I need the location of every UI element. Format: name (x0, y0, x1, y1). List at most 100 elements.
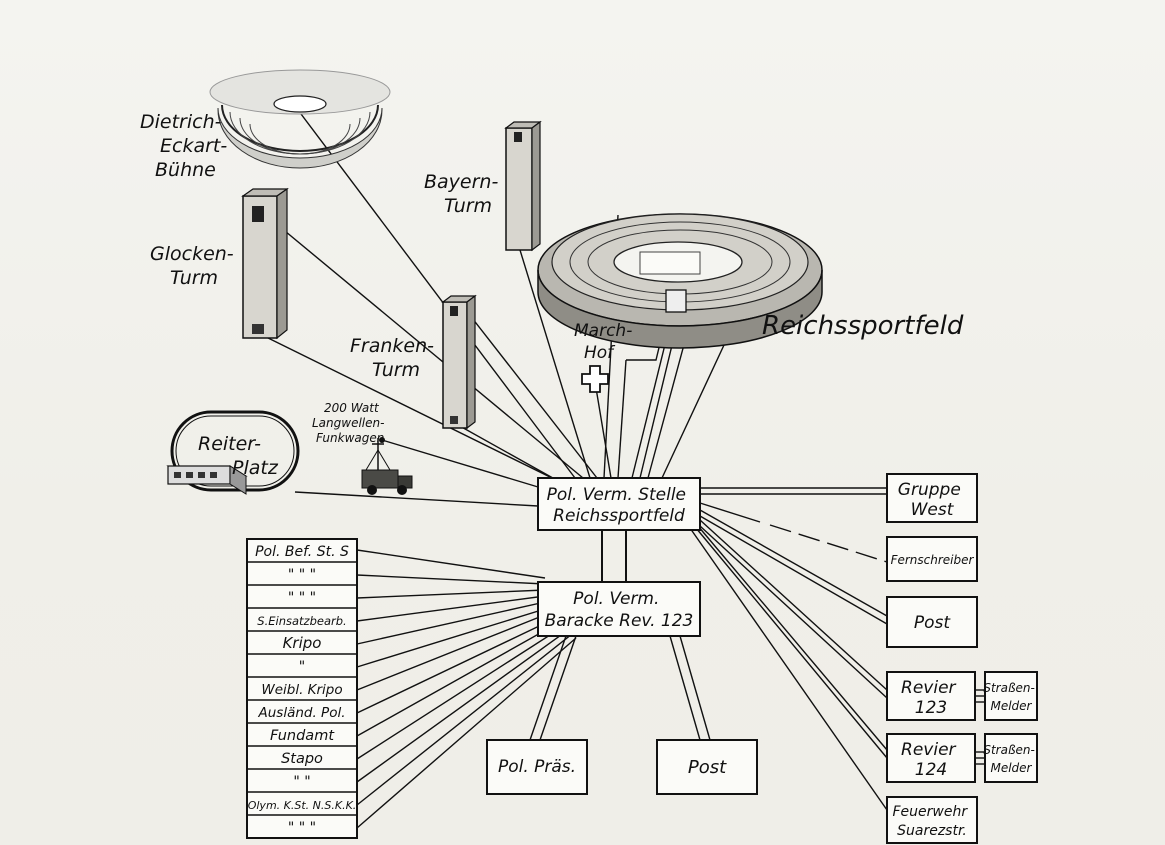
strassenmelder-124-box (984, 733, 1038, 783)
line-marchhof (617, 359, 627, 479)
gruppe-west-box (886, 473, 978, 523)
list-item: " " " (288, 567, 316, 583)
franken-turm-illustration (441, 294, 477, 430)
strassenmelder-123-label: Straßen- Melder (983, 681, 1038, 713)
label-dietrich: Dietrich- Eckart- Bühne (140, 111, 233, 181)
list-item: S.Einsatzbearb. (257, 614, 346, 628)
fernschreiber-group: Fernschreiber (886, 536, 978, 582)
baracke-hub-box (537, 581, 701, 637)
list-item: Stapo (281, 751, 323, 767)
main-hub: Pol. Verm. Stelle Reichssportfeld (537, 477, 701, 531)
line-glocken-bottom (261, 334, 557, 481)
connection-lines (261, 109, 888, 829)
line-list-0 (356, 549, 546, 579)
line-fernschreiber-solid (699, 502, 761, 523)
post-bottom-box-group: Post (656, 739, 758, 795)
revier-124-label: Revier 124 (901, 740, 961, 780)
line-fernschreiber-dashed (769, 524, 888, 563)
venue-labels: Dietrich- Eckart- Bühne Glocken- Turm Ba… (140, 111, 964, 479)
red-cross-icon (581, 365, 609, 393)
line-post-bottom-1 (669, 635, 701, 741)
line-list-7 (356, 617, 557, 714)
post-bottom-box (656, 739, 758, 795)
line-list-1 (356, 574, 546, 585)
gruppe-west-group: Gruppe West (886, 473, 978, 523)
line-list-3 (356, 595, 546, 622)
bayern-turm-illustration (504, 120, 542, 252)
list-item: " " (293, 774, 310, 790)
feuerwehr-label: Feuerwehr Suarezstr. (892, 804, 971, 839)
line-franken-bottom (457, 424, 561, 483)
label-funkwagen: 200 Watt Langwellen- Funkwagen (312, 401, 388, 445)
fernschreiber-label: Fernschreiber (891, 553, 975, 567)
reichssportfeld-stadium-illustration (537, 213, 823, 349)
list-item: Olym. K.St. N.S.K.K. (248, 799, 357, 812)
baracke-hub: Pol. Verm. Baracke Rev. 123 (537, 581, 701, 637)
list-item: " " " (288, 590, 316, 606)
revier-123-label: Revier 123 (901, 678, 961, 718)
line-list-5 (356, 607, 549, 668)
line-list-6 (356, 611, 553, 691)
list-item: Pol. Bef. St. S (255, 544, 349, 560)
label-franken: Franken- Turm (350, 335, 440, 381)
line-revier124-2 (695, 527, 888, 759)
line-funkwagen (381, 439, 549, 491)
label-glocken: Glocken- Turm (150, 243, 240, 289)
polpraes-label: Pol. Präs. (498, 757, 576, 777)
glocken-turm-illustration (241, 187, 289, 340)
left-agency-list: Pol. Bef. St. S " " " " " " S.Einsatzbea… (246, 538, 358, 839)
main-hub-box (537, 477, 701, 531)
line-post-bottom-2 (679, 635, 711, 741)
feuerwehr-group: Feuerwehr Suarezstr. (886, 796, 978, 844)
line-post-1 (699, 509, 888, 617)
line-bayern (519, 249, 591, 479)
list-item: Fundamt (270, 728, 335, 744)
strassenmelder-124-label: Straßen- Melder (983, 743, 1038, 775)
label-reiterplatz: Reiter- Platz (198, 433, 279, 479)
revier-123-group: Revier 123 Straßen- Melder (886, 671, 1038, 721)
dietrich-eckart-buehne-illustration (209, 69, 391, 169)
radio-truck-icon (361, 437, 413, 495)
left-list-box (246, 538, 358, 839)
list-item: " (299, 659, 305, 675)
polpraes-box (486, 739, 588, 795)
line-revier124-1 (697, 525, 888, 751)
revier-124-box (886, 733, 976, 783)
list-item: Ausländ. Pol. (258, 705, 346, 721)
list-item: " " " (288, 820, 316, 836)
line-franken-top (457, 299, 598, 479)
post-right-box (886, 596, 978, 648)
line-list-10 (356, 629, 569, 783)
reiterplatz-illustration (166, 410, 300, 495)
line-feuerwehr (689, 527, 888, 811)
revier-123-box (886, 671, 976, 721)
list-item: Weibl. Kripo (261, 682, 342, 698)
label-bayern: Bayern- Turm (424, 171, 504, 217)
line-post-2 (699, 515, 888, 625)
line-marchhof-cross (595, 387, 612, 479)
line-revier123-1 (699, 519, 888, 691)
strassenmelder-123-box (984, 671, 1038, 721)
line-revier123-2 (699, 525, 888, 699)
line-list-11 (356, 633, 573, 806)
line-reiterplatz (294, 491, 539, 507)
revier-124-group: Revier 124 Straßen- Melder (886, 733, 1038, 783)
line-polpraes-1 (529, 635, 567, 741)
label-marchhof: March- Hof (574, 321, 638, 363)
line-polpraes-2 (539, 635, 577, 741)
post-right-group: Post (886, 596, 978, 648)
line-list-8 (356, 621, 561, 737)
post-bottom-label: Post (688, 757, 727, 778)
polpraes-box-group: Pol. Präs. (486, 739, 588, 795)
line-list-4 (356, 601, 546, 645)
line-glocken-top (261, 211, 584, 479)
list-item: Kripo (283, 634, 322, 652)
fernschreiber-box (886, 536, 978, 582)
baracke-hub-label: Pol. Verm. Baracke Rev. 123 (545, 589, 694, 631)
line-list-12 (356, 637, 577, 829)
line-list-2 (356, 589, 546, 599)
line-list-9 (356, 625, 565, 760)
label-reichssportfeld: Reichssportfeld (762, 311, 964, 341)
